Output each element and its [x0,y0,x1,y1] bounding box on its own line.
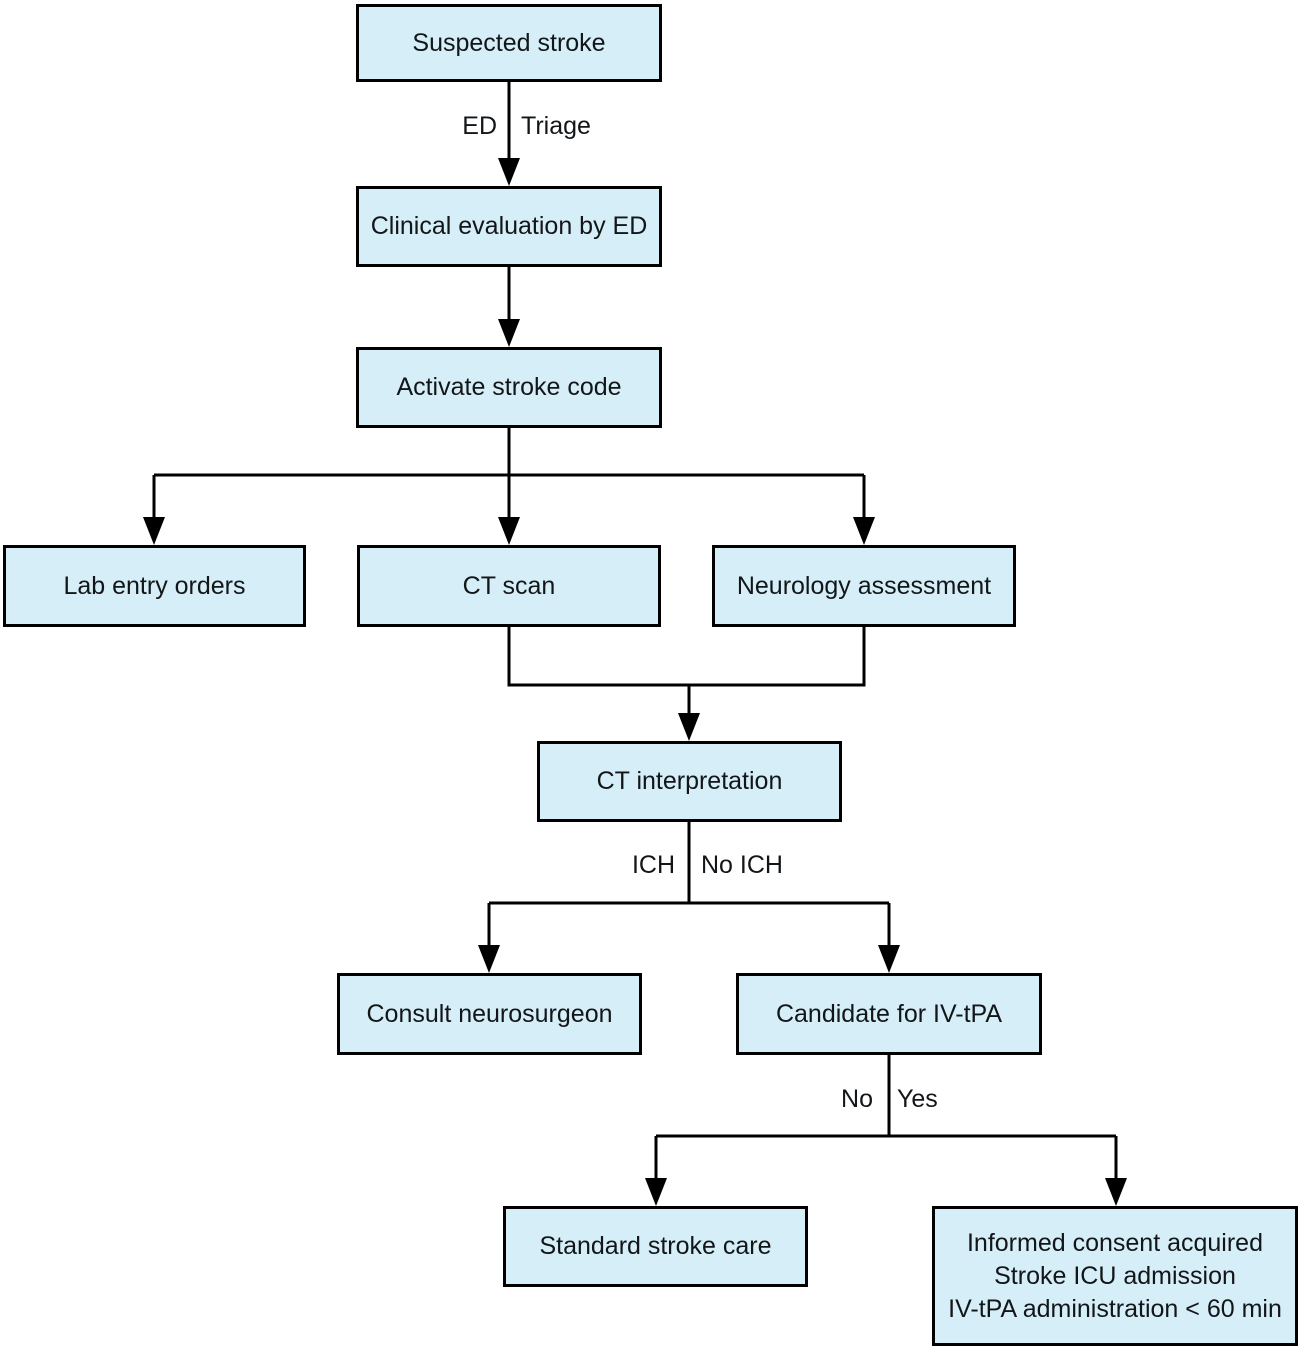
node-candidate-iv-tpa: Candidate for IV-tPA [736,973,1042,1055]
node-neurology-assessment: Neurology assessment [712,545,1016,627]
edge-activate-split [143,428,875,545]
node-label: Candidate for IV-tPA [775,999,1003,1028]
edge-clinical-to-activate [498,267,520,347]
edge-label-triage: Triage [521,112,591,140]
node-iv-tpa-pathway: Informed consent acquired Stroke ICU adm… [932,1206,1298,1346]
node-label: CT interpretation [596,767,783,795]
node-ct-interpretation: CT interpretation [537,741,842,822]
node-label: Activate stroke code [396,373,622,401]
node-ct-scan: CT scan [357,545,661,627]
node-clinical-evaluation: Clinical evaluation by ED [356,186,662,267]
node-label-line: Stroke ICU admission [994,1261,1236,1290]
edge-candidate-split [645,1055,1127,1206]
node-label-line: IV-tPA administration < 60 min [948,1294,1282,1323]
edge-label-ich: ICH [631,851,675,879]
edge-label-yes: Yes [897,1085,938,1113]
node-activate-stroke-code: Activate stroke code [356,347,662,428]
node-suspected-stroke: Suspected stroke [356,4,662,82]
node-label: CT scan [462,571,556,600]
edge-label-ed: ED [462,112,497,140]
node-label-line: Informed consent acquired [966,1228,1263,1257]
node-consult-neurosurgeon: Consult neurosurgeon [337,973,642,1055]
edge-label-no: No [841,1085,873,1113]
node-standard-stroke-care: Standard stroke care [503,1206,808,1287]
node-label: Standard stroke care [539,1232,772,1260]
node-label: Lab entry orders [63,571,246,600]
edge-ct-interpretation-split [478,822,900,973]
node-lab-entry-orders: Lab entry orders [3,545,306,627]
node-label: Consult neurosurgeon [366,999,613,1028]
node-label: Clinical evaluation by ED [370,212,648,240]
node-label: Neurology assessment [736,571,992,600]
edge-merge-to-ct-interpretation [507,627,866,741]
node-label: Suspected stroke [412,28,606,57]
edge-label-no-ich: No ICH [701,851,783,879]
edge-suspected-to-clinical [498,82,520,186]
